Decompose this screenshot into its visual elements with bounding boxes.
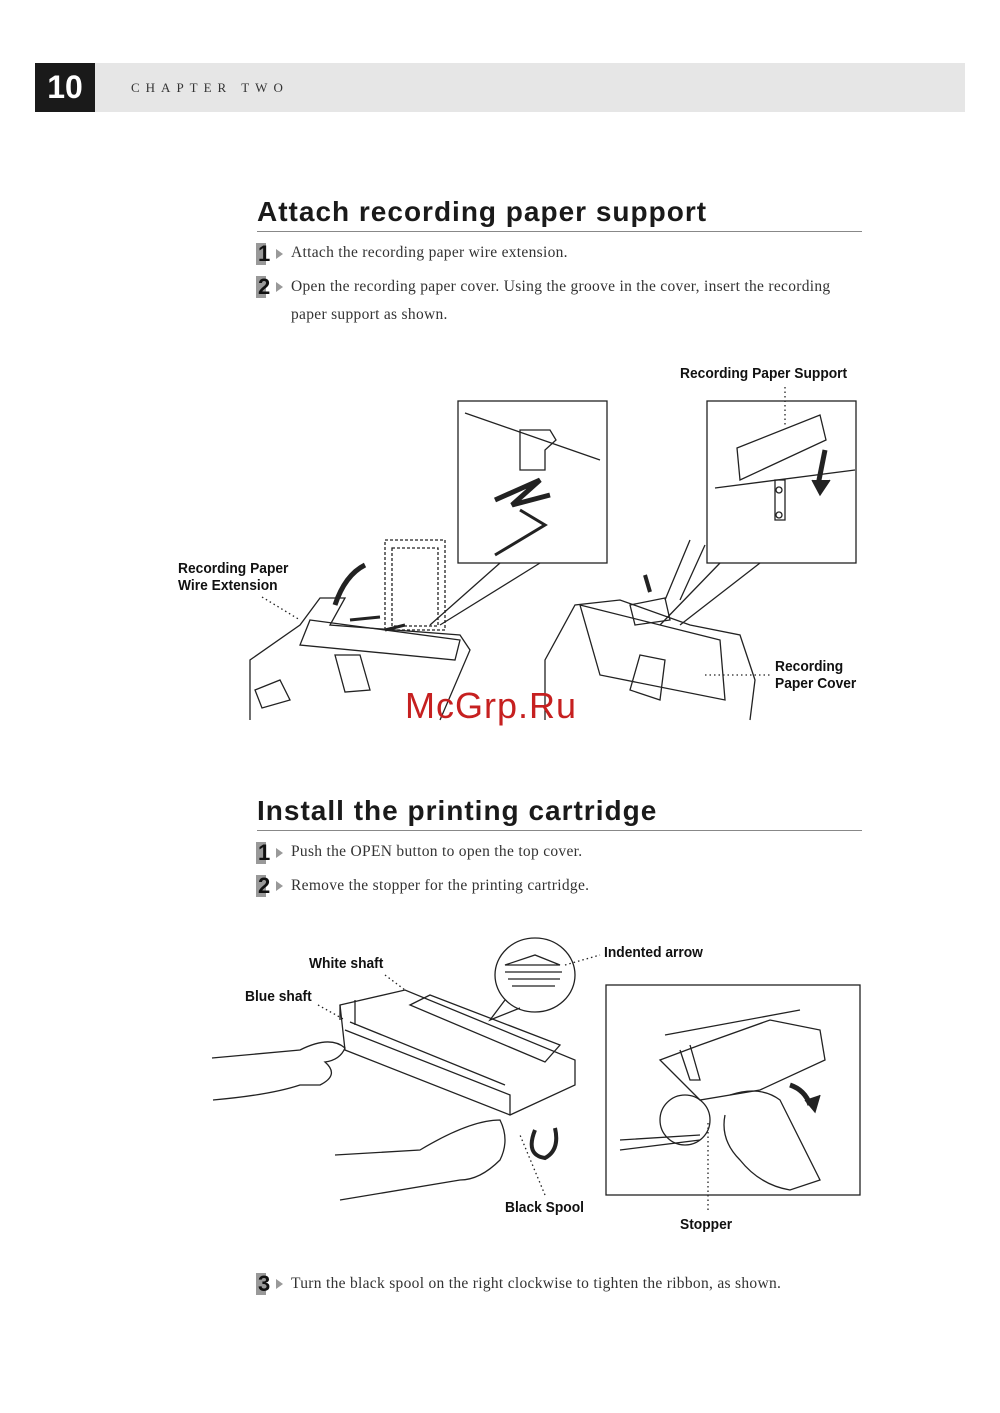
step-number: 3	[256, 1273, 283, 1295]
inset-paper-support	[706, 400, 857, 564]
label-blue-shaft: Blue shaft	[245, 988, 312, 1005]
step-text: Attach the recording paper wire extensio…	[291, 244, 568, 261]
label-indented-arrow: Indented arrow	[604, 944, 703, 961]
step-number: 1	[256, 842, 283, 864]
step-text: Turn the black spool on the right clockw…	[291, 1275, 782, 1292]
chapter-title: CHAPTER TWO	[131, 80, 289, 95]
step-text: Remove the stopper for the printing cart…	[291, 877, 590, 894]
inset-stopper	[605, 984, 861, 1196]
step-text: Open the recording paper cover. Using th…	[291, 278, 831, 323]
inset-wire-extension	[457, 400, 608, 564]
page-number: 10	[35, 63, 95, 112]
label-recording-paper-wire-extension: Recording Paper Wire Extension	[178, 560, 289, 594]
section-rule	[257, 830, 862, 831]
label-stopper: Stopper	[680, 1216, 733, 1233]
label-recording-paper-support: Recording Paper Support	[680, 365, 848, 382]
step-number: 1	[256, 243, 283, 265]
watermark-text: McGrp.Ru	[405, 685, 578, 726]
step-text: Push the OPEN button to open the top cov…	[291, 843, 583, 860]
step-number: 2	[256, 276, 283, 298]
step-number: 2	[256, 875, 283, 897]
callout-indented-arrow	[494, 937, 576, 1013]
section-title-install-cartridge: Install the printing cartridge	[257, 795, 658, 826]
section-title-attach-paper-support: Attach recording paper support	[257, 196, 708, 227]
label-recording-paper-cover: Recording Paper Cover	[775, 658, 857, 692]
label-white-shaft: White shaft	[309, 955, 384, 972]
header-bar	[35, 63, 965, 112]
label-black-spool: Black Spool	[505, 1199, 584, 1216]
section-rule	[257, 231, 862, 232]
